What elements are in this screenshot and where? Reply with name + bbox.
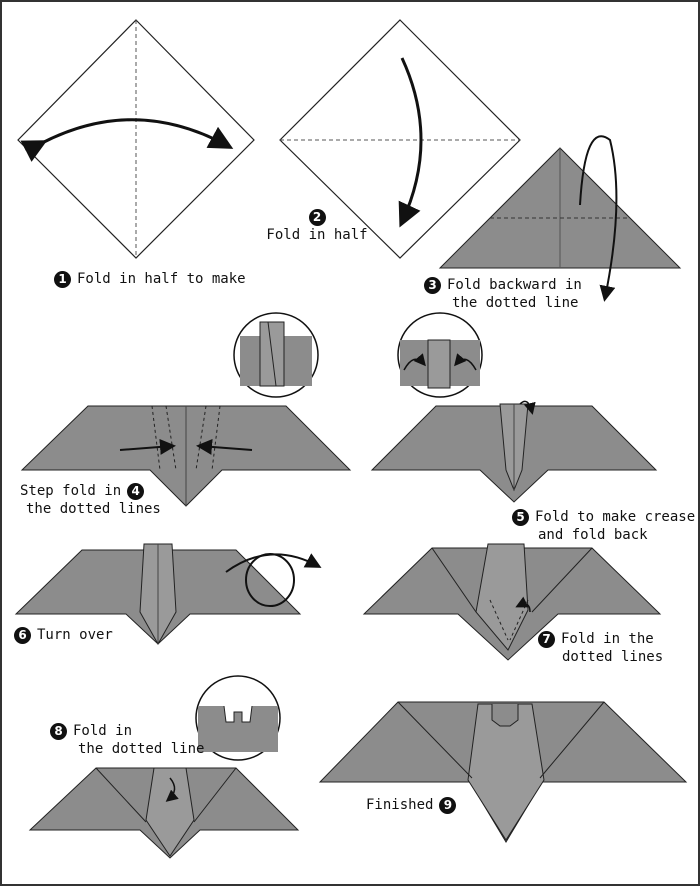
step-number-badge: 9 <box>439 796 457 814</box>
step8-diagram <box>28 675 300 859</box>
step-number-badge: 2 <box>308 208 326 226</box>
step-number-badge: 7 <box>538 630 555 648</box>
step5-diagram <box>370 312 658 503</box>
step-number-badge: 1 <box>54 270 71 288</box>
fold-back-arrow-icon <box>579 135 618 302</box>
fold-arrow-icon <box>398 57 423 228</box>
step7-diagram <box>362 543 662 661</box>
step3-diagram <box>438 135 682 302</box>
fold-arrow-icon <box>20 118 234 162</box>
step-number-badge: 3 <box>424 276 441 294</box>
step2-diagram <box>279 19 521 259</box>
step-number-badge: 8 <box>50 722 67 740</box>
step-2-caption: 2 Fold in half <box>266 208 368 243</box>
step-number-badge: 4 <box>127 482 145 500</box>
fold-arrow-icon <box>519 400 536 415</box>
finished-bat-diagram <box>318 701 688 843</box>
step-number-badge: 6 <box>14 626 31 644</box>
step1-diagram <box>17 19 255 259</box>
fold-arrow-icon <box>515 596 531 613</box>
fold-arrow-icon <box>165 777 179 802</box>
step4-diagram <box>20 312 352 507</box>
step6-diagram <box>14 543 322 646</box>
step-number-badge: 5 <box>512 508 529 526</box>
